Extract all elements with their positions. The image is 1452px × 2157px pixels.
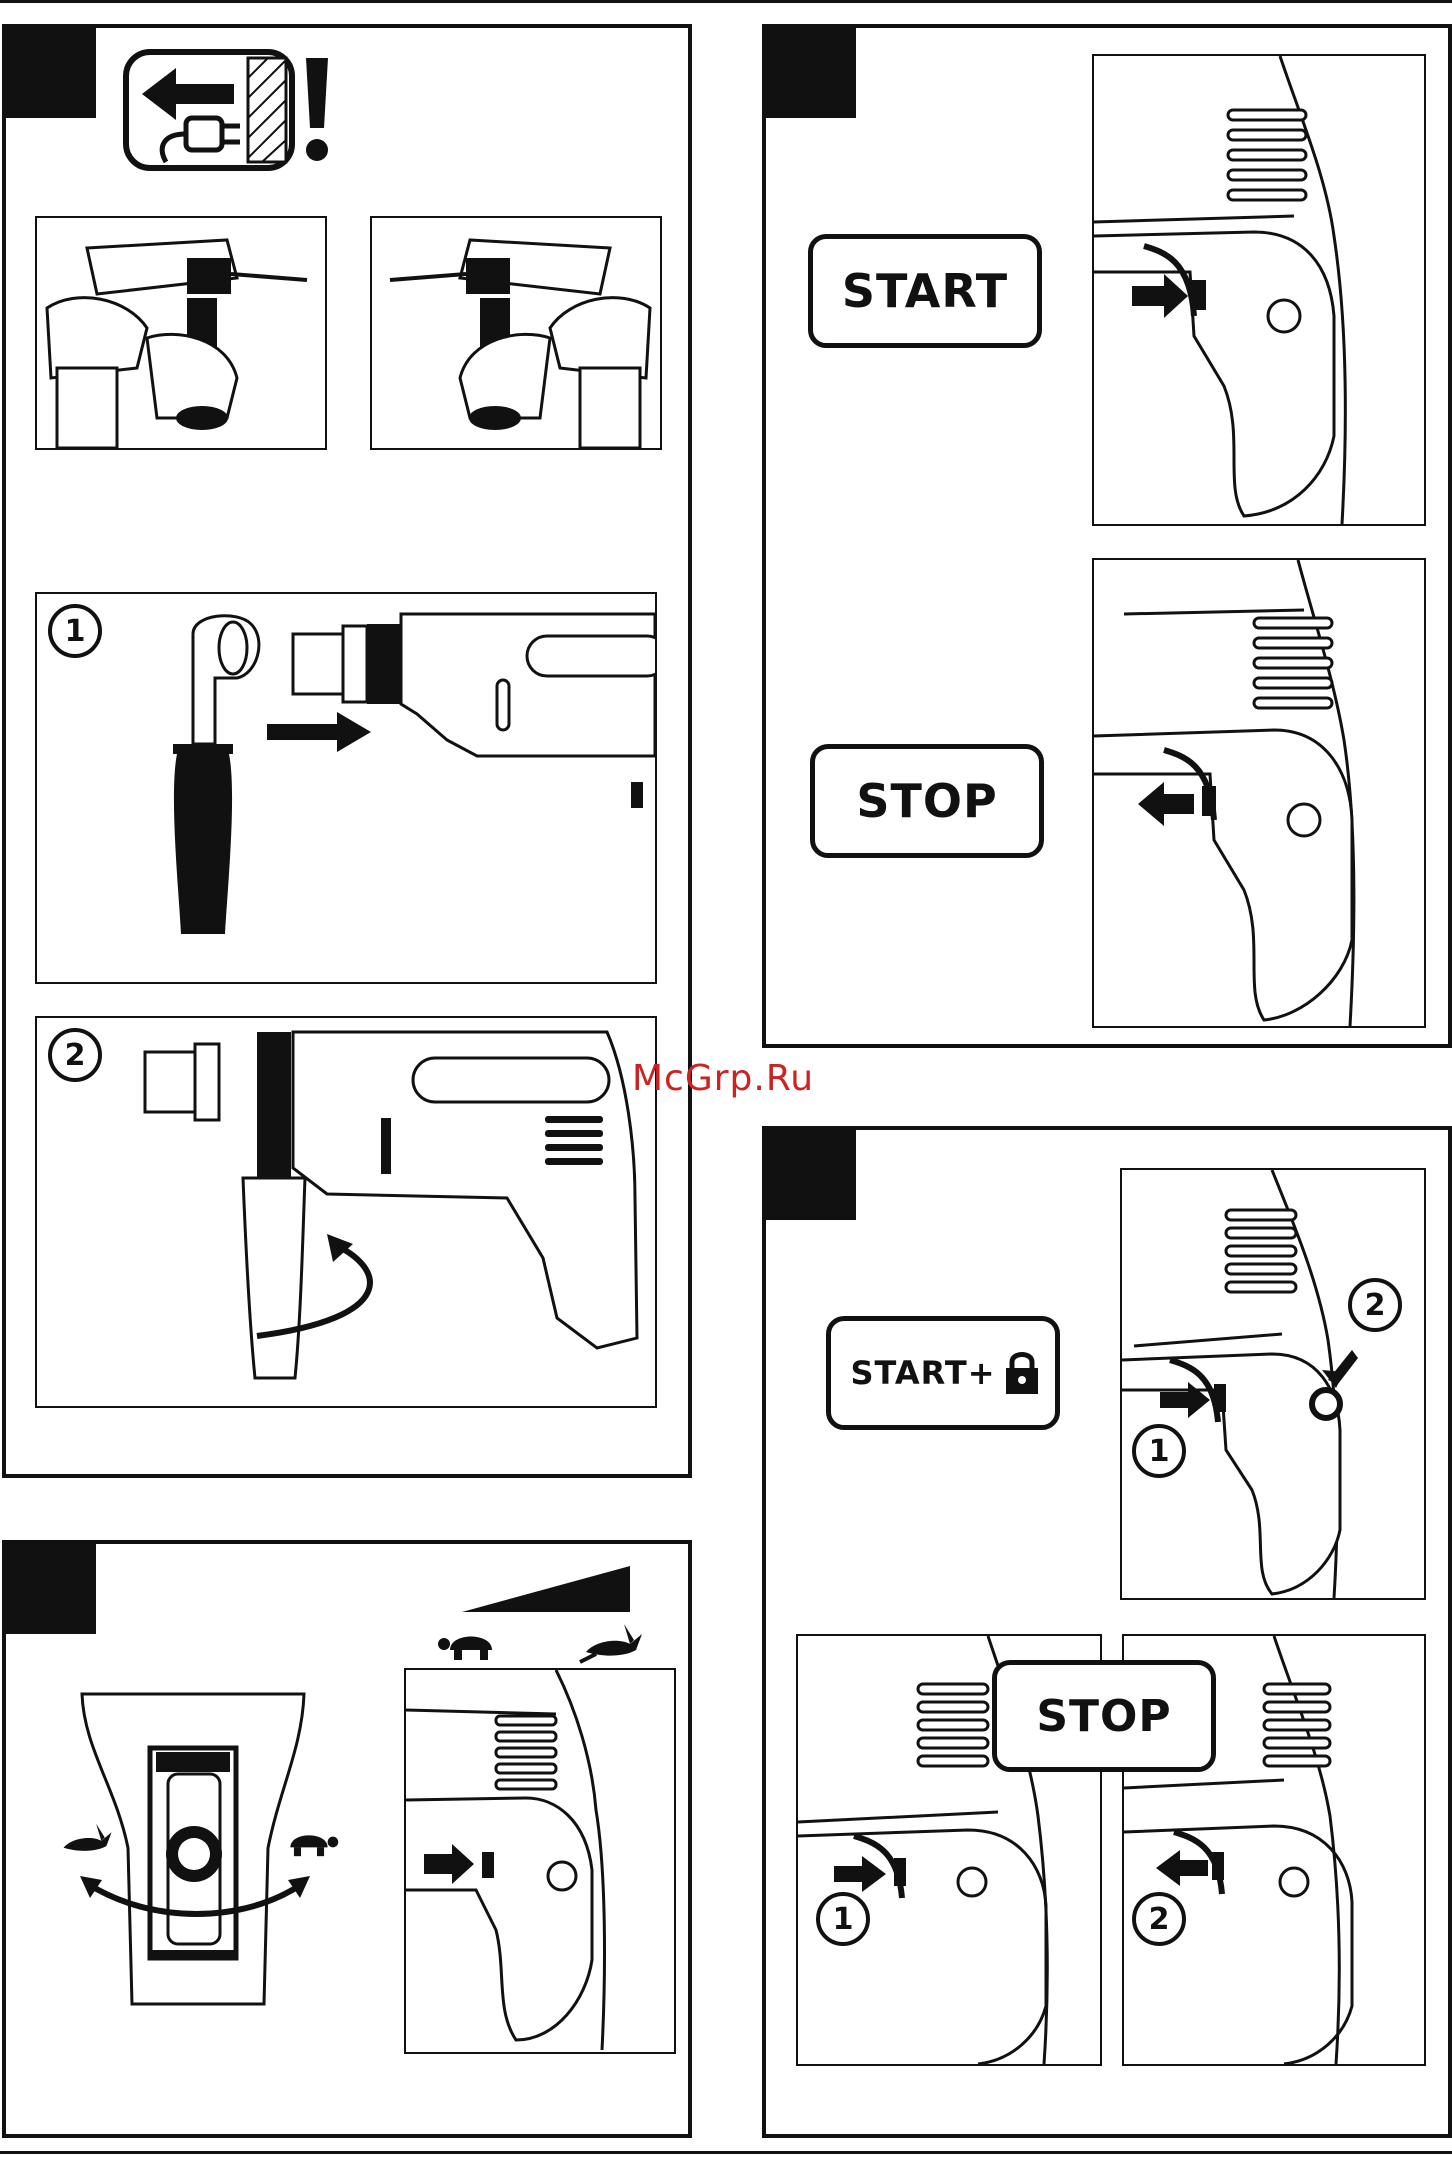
unplug-warning-icon <box>122 48 298 172</box>
stop-overlay-label: STOP <box>992 1660 1216 1772</box>
step-1-attach-handle-illustration <box>35 592 657 984</box>
turtle-icon <box>436 1624 506 1664</box>
panel-speed-control <box>2 1540 692 2138</box>
trigger-speed-illustration <box>404 1668 676 2054</box>
lock-step-1-marker: 1 <box>1132 1424 1186 1478</box>
turtle-icon-dial <box>278 1824 340 1860</box>
step-1-marker: 1 <box>48 604 102 658</box>
trigger-stop-illustration <box>1092 558 1426 1028</box>
lock-step-2-marker: 2 <box>1348 1278 1402 1332</box>
drill-grip-right-illustration <box>370 216 662 450</box>
drill-grip-left-illustration <box>35 216 327 450</box>
bottom-rule <box>0 2151 1452 2154</box>
trigger-start-illustration <box>1092 54 1426 526</box>
lock-icon <box>1004 1348 1040 1396</box>
release-step-1-marker: 1 <box>816 1892 870 1946</box>
panel-marker <box>766 1130 856 1220</box>
rabbit-icon-dial <box>54 1822 116 1858</box>
panel-start-stop: START STOP <box>762 24 1452 1048</box>
panel-marker <box>6 28 96 118</box>
start-lock-text: START+ <box>851 1354 996 1392</box>
exclamation-icon <box>302 54 332 164</box>
trigger-lock-illustration <box>1120 1168 1426 1600</box>
rabbit-icon <box>576 1622 646 1664</box>
step-2-marker: 2 <box>48 1028 102 1082</box>
panel-handle-mounting: 1 2 <box>2 24 692 1478</box>
step-2-tighten-handle-illustration <box>35 1016 657 1408</box>
stop-label: STOP <box>810 744 1044 858</box>
panel-continuous-lock: START+ 2 1 <box>762 1126 1452 2138</box>
panel-marker <box>6 1544 96 1634</box>
watermark-text: McGrp.Ru <box>632 1058 814 1099</box>
start-label: START <box>808 234 1042 348</box>
top-rule <box>0 0 1452 3</box>
speed-ramp-icon <box>462 1566 630 1616</box>
release-step-2-marker: 2 <box>1132 1892 1186 1946</box>
panel-marker <box>766 28 856 118</box>
